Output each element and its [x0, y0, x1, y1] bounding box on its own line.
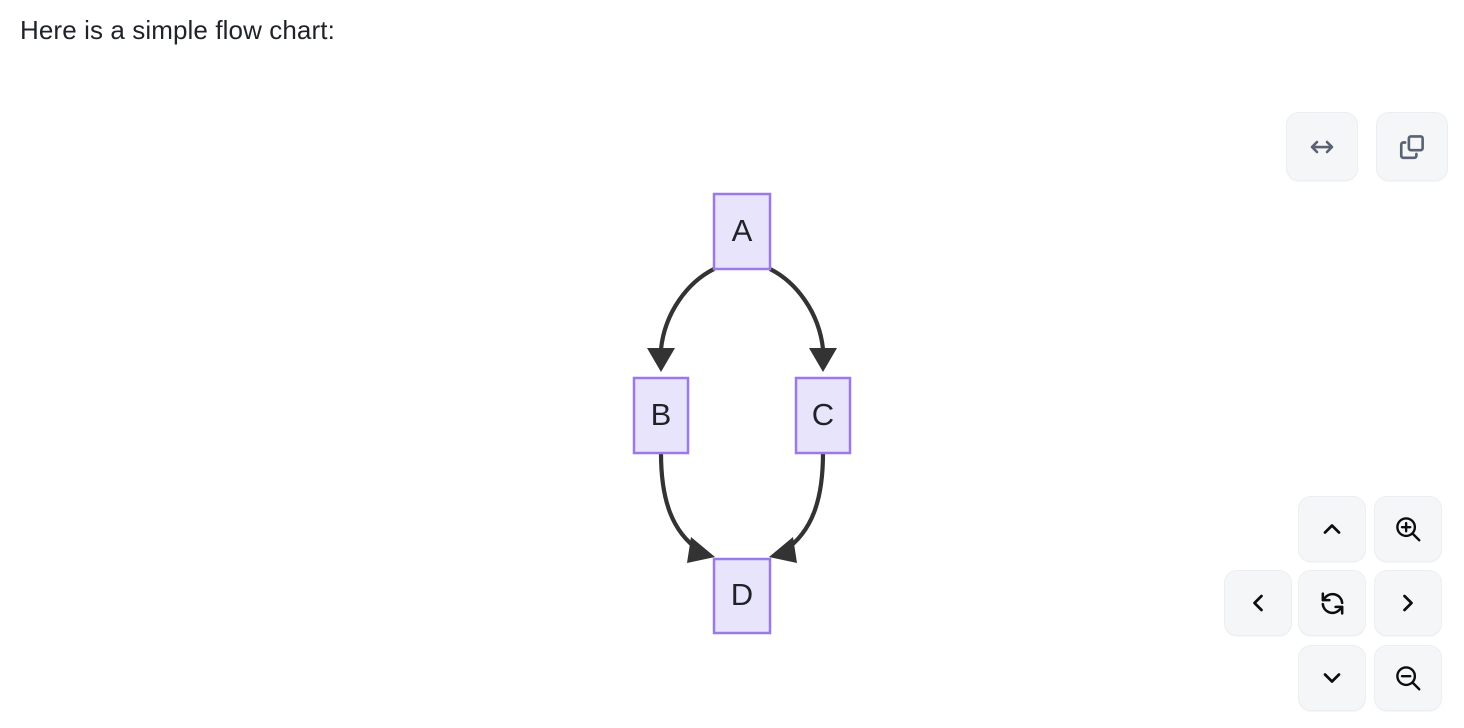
flow-node-a-box — [712, 192, 772, 271]
flow-node-c-box — [794, 376, 852, 455]
pan-down-button[interactable] — [1298, 645, 1366, 711]
flowchart-svg: A B C D — [632, 192, 852, 635]
edge-b-to-d — [658, 452, 715, 563]
flow-node-a-label: A — [732, 213, 753, 248]
arrows-horizontal-icon — [1307, 132, 1337, 162]
flow-node-b-box — [632, 376, 690, 455]
edge-a-to-b-path — [658, 267, 715, 350]
chevron-right-icon — [1394, 589, 1422, 617]
duplicate-button[interactable] — [1376, 112, 1448, 181]
pan-left-button[interactable] — [1224, 570, 1292, 636]
flow-node-b-label: B — [651, 397, 672, 432]
zoom-out-button[interactable] — [1374, 645, 1442, 711]
chevron-left-icon — [1244, 589, 1272, 617]
flow-node-b[interactable]: B — [632, 376, 690, 455]
flowchart-nodes: A B C D — [632, 192, 852, 635]
edge-c-to-d-arrowhead — [769, 537, 797, 563]
edge-c-to-d-path — [782, 452, 826, 553]
flow-node-c[interactable]: C — [794, 376, 852, 455]
fit-width-button[interactable] — [1286, 112, 1358, 181]
edge-a-to-b — [647, 267, 715, 372]
edge-a-to-c-path — [769, 267, 826, 350]
edge-a-to-c-arrowhead — [809, 348, 837, 372]
pan-up-button[interactable] — [1298, 496, 1366, 562]
edge-a-to-c — [769, 267, 837, 372]
flow-node-a[interactable]: A — [712, 192, 772, 271]
chevron-down-icon — [1318, 664, 1346, 692]
zoom-in-icon — [1393, 514, 1423, 544]
edge-b-to-d-path — [658, 452, 702, 553]
refresh-icon — [1318, 589, 1347, 618]
zoom-out-icon — [1393, 663, 1423, 693]
flowchart-canvas[interactable]: A B C D — [0, 60, 1464, 728]
edge-a-to-b-arrowhead — [647, 348, 675, 372]
edge-b-to-d-arrowhead — [687, 537, 715, 563]
page-heading: Here is a simple flow chart: — [20, 15, 335, 45]
flow-node-d-box — [712, 557, 772, 635]
flow-node-c-label: C — [812, 397, 834, 432]
flow-node-d-label: D — [731, 577, 753, 612]
edge-c-to-d — [769, 452, 826, 563]
zoom-in-button[interactable] — [1374, 496, 1442, 562]
pan-right-button[interactable] — [1374, 570, 1442, 636]
flowchart-edges — [647, 267, 837, 563]
flow-node-d[interactable]: D — [712, 557, 772, 635]
reset-view-button[interactable] — [1298, 570, 1366, 636]
chevron-up-icon — [1318, 515, 1346, 543]
copy-icon — [1397, 132, 1427, 162]
